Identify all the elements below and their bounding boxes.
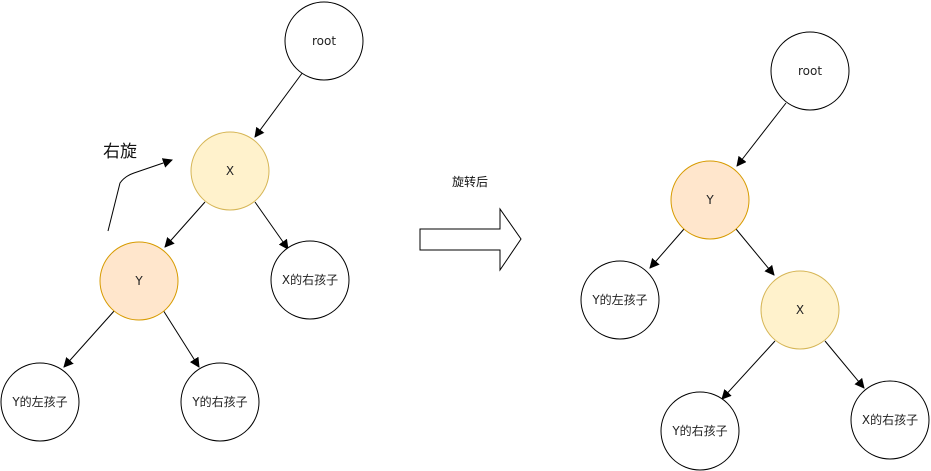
edge2-y-to-y-left-child: [649, 228, 685, 269]
node-x-right-child: X的右孩子: [270, 240, 350, 320]
node2-x-right-child-circle: [850, 380, 930, 460]
node-root: root: [284, 1, 364, 81]
node2-root-circle: [770, 31, 850, 111]
node2-y-left-child-label: Y的左孩子: [591, 292, 647, 307]
node-y-right-child: Y的右孩子: [180, 362, 260, 442]
node-y-left-child-circle: [0, 362, 80, 442]
node-y-left-child: Y的左孩子: [0, 362, 80, 442]
node2-x-label: X: [796, 303, 804, 317]
node2-x-right-child-label: X的右孩子: [862, 412, 918, 427]
edge-y-to-y-right-child: [162, 309, 200, 368]
edge-x-to-x-right-child: [254, 201, 289, 250]
edge2-x-to-x-right-child: [824, 340, 865, 389]
node2-y-right-child-label: Y的右孩子: [671, 423, 727, 438]
node-y: Y: [99, 241, 179, 321]
node-y-right-child-label: Y的右孩子: [191, 394, 247, 409]
node-x-circle: [190, 131, 270, 211]
node2-x-right-child: X的右孩子: [850, 380, 930, 460]
edge2-root-to-y: [736, 102, 787, 167]
node2-y-right-child: Y的右孩子: [660, 391, 740, 471]
edge2-x-to-y-right-child: [721, 340, 776, 400]
node2-y-left-child: Y的左孩子: [580, 260, 660, 340]
after-rotation-label: 旋转后: [452, 174, 488, 189]
rotate-curved-arrow: [107, 158, 173, 232]
node2-x: X: [760, 270, 840, 350]
edge-x-to-y: [164, 201, 206, 248]
node2-y: Y: [670, 160, 750, 240]
node2-y-circle: [670, 160, 750, 240]
edge2-y-to-x: [735, 228, 775, 276]
rotate-label: 右旋: [103, 142, 137, 162]
node2-y-left-child-circle: [580, 260, 660, 340]
node2-root: root: [770, 31, 850, 111]
edge-root-to-x: [254, 71, 304, 138]
node-x-label: X: [226, 164, 234, 178]
node-y-left-child-label: Y的左孩子: [11, 394, 67, 409]
edge-y-to-y-left-child: [63, 309, 116, 368]
node-root-label: root: [312, 34, 336, 48]
before-tree: root X Y X的右孩子 Y的左孩子 Y的右孩子 右旋: [0, 1, 364, 442]
node2-y-label: Y: [705, 193, 714, 207]
node2-x-circle: [760, 270, 840, 350]
node-x-right-child-circle: [270, 240, 350, 320]
transition: 旋转后: [419, 174, 522, 272]
node-root-circle: [284, 1, 364, 81]
after-tree: root Y Y的左孩子 X Y的右孩子 X的右孩子: [580, 31, 930, 471]
node2-root-label: root: [798, 64, 822, 78]
node2-y-right-child-circle: [660, 391, 740, 471]
node-y-label: Y: [134, 274, 143, 288]
node-y-circle: [99, 241, 179, 321]
node-x: X: [190, 131, 270, 211]
right-block-arrow: [419, 207, 522, 272]
node-y-right-child-circle: [180, 362, 260, 442]
node-x-right-child-label: X的右孩子: [282, 272, 338, 287]
